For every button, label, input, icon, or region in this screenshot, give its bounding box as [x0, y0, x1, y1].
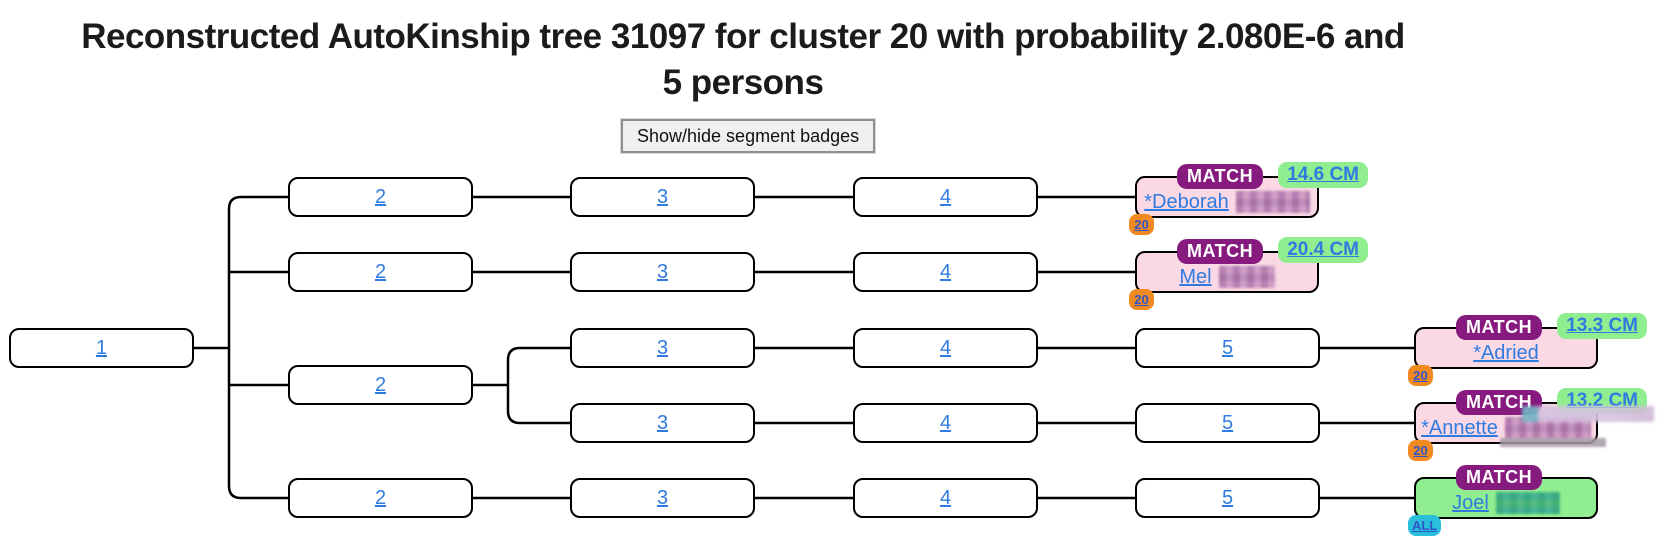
tree-node-link[interactable]: 5	[1221, 411, 1234, 434]
tree-node-gen2-1: 2	[288, 177, 473, 217]
tree-node-gen4-5: 4	[853, 478, 1038, 518]
match-badge: MATCH	[1177, 164, 1264, 189]
match-badge: MATCH	[1456, 315, 1543, 340]
person-card-adried: MATCH 13.3 CM *Adried 20	[1408, 313, 1647, 386]
person-name: Joel	[1452, 492, 1560, 515]
tree-node-gen4-4: 4	[853, 403, 1038, 443]
person-card-mel: MATCH 20.4 CM Mel 20	[1129, 237, 1368, 310]
segment-badges-toggle-button[interactable]: Show/hide segment badges	[619, 118, 877, 154]
segment-cluster-badge-link[interactable]: 20	[1129, 289, 1154, 310]
segment-all-badge-link[interactable]: ALL	[1408, 515, 1442, 536]
segment-cluster-badge-link[interactable]: 20	[1408, 440, 1433, 461]
cm-total-badge-link[interactable]: 13.3 CM	[1557, 313, 1647, 339]
tree-node-link[interactable]: 3	[656, 185, 669, 208]
tree-node-link[interactable]: 4	[939, 486, 952, 509]
tree-node-link[interactable]: 4	[939, 336, 952, 359]
tree-node-gen4-3: 4	[853, 328, 1038, 368]
page-title-line-2: 5 persons	[662, 63, 824, 102]
tree-node-gen4-2: 4	[853, 252, 1038, 292]
person-name-link[interactable]: Joel	[1452, 491, 1489, 514]
tree-node-gen5-3: 5	[1135, 478, 1320, 518]
tree-node-gen2-3: 2	[288, 365, 473, 405]
censored-surname	[1504, 417, 1591, 439]
match-badge: MATCH	[1456, 465, 1543, 490]
tree-node-gen3-3: 3	[570, 328, 755, 368]
page-title-line-1: Reconstructed AutoKinship tree 31097 for…	[81, 17, 1405, 56]
tree-node-link[interactable]: 2	[374, 260, 387, 283]
person-name: *Annette	[1421, 417, 1591, 440]
tree-node-link[interactable]: 4	[939, 411, 952, 434]
tree-node-link[interactable]: 4	[939, 260, 952, 283]
tree-node-link[interactable]: 5	[1221, 336, 1234, 359]
tree-node-link[interactable]: 3	[656, 486, 669, 509]
tree-node-link[interactable]: 3	[656, 260, 669, 283]
censor-overlay	[1522, 406, 1654, 422]
person-card-joel-tester: MATCH Joel ALL	[1408, 465, 1598, 536]
person-name: *Adried	[1473, 342, 1539, 365]
tree-node-gen3-5: 3	[570, 478, 755, 518]
tree-node-link[interactable]: 2	[374, 185, 387, 208]
person-name-link[interactable]: *Deborah	[1144, 190, 1229, 213]
tree-node-link[interactable]: 1	[95, 336, 108, 359]
match-badge: MATCH	[1177, 239, 1264, 264]
person-name-link[interactable]: *Annette	[1421, 416, 1498, 439]
person-name-link[interactable]: *Adried	[1473, 341, 1539, 364]
person-name: *Deborah	[1144, 191, 1310, 214]
tree-node-gen5-2: 5	[1135, 403, 1320, 443]
cm-total-badge-link[interactable]: 14.6 CM	[1278, 162, 1368, 188]
censored-surname	[1235, 191, 1310, 213]
tree-node-gen2-2: 2	[288, 252, 473, 292]
tree-node-gen2-4: 2	[288, 478, 473, 518]
tree-node-gen3-4: 3	[570, 403, 755, 443]
censored-surname	[1218, 266, 1275, 288]
segment-cluster-badge-link[interactable]: 20	[1408, 365, 1433, 386]
person-card-annette: MATCH 13.2 CM *Annette 20	[1408, 388, 1654, 461]
tree-node-gen5-1: 5	[1135, 328, 1320, 368]
segment-cluster-badge-link[interactable]: 20	[1129, 214, 1154, 235]
person-card-deborah: MATCH 14.6 CM *Deborah 20	[1129, 162, 1368, 235]
tree-node-link[interactable]: 4	[939, 185, 952, 208]
tree-node-link[interactable]: 3	[656, 411, 669, 434]
tree-node-link[interactable]: 3	[656, 336, 669, 359]
tree-node-link[interactable]: 2	[374, 486, 387, 509]
censor-overlay	[1500, 438, 1606, 447]
tree-node-gen3-1: 3	[570, 177, 755, 217]
tree-node-gen1: 1	[9, 328, 194, 368]
cm-total-badge-link[interactable]: 20.4 CM	[1278, 237, 1368, 263]
tree-node-gen4-1: 4	[853, 177, 1038, 217]
tree-node-gen3-2: 3	[570, 252, 755, 292]
person-name-link[interactable]: Mel	[1179, 265, 1212, 288]
person-name: Mel	[1179, 265, 1275, 289]
tree-node-link[interactable]: 2	[374, 373, 387, 396]
censored-surname	[1495, 492, 1560, 514]
tree-node-link[interactable]: 5	[1221, 486, 1234, 509]
page-header: Reconstructed AutoKinship tree 31097 for…	[0, 14, 1486, 106]
